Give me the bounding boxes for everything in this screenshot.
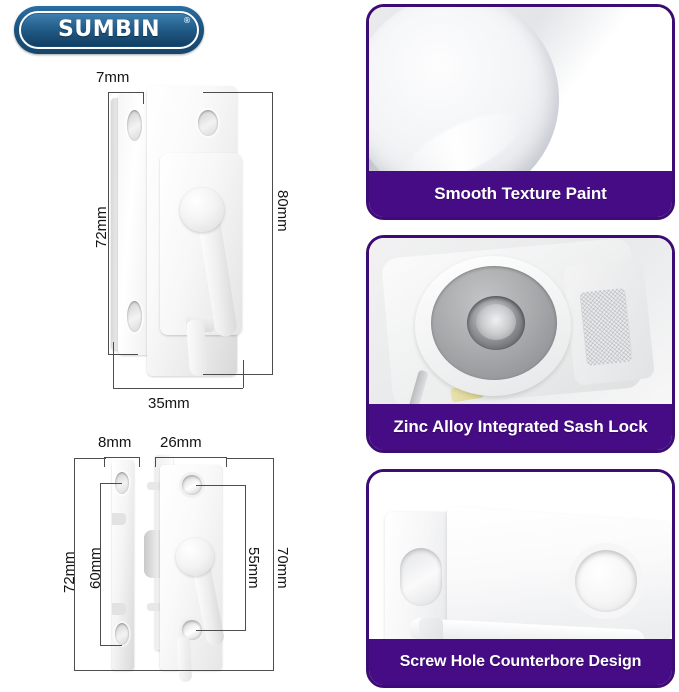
dim-7mm-tick-right (143, 92, 144, 104)
registered-trademark-icon: ® (183, 16, 191, 25)
lock-screw-hole-top (182, 475, 202, 495)
feature-panels-column: Smooth Texture Paint Zinc Alloy Integrat… (362, 0, 679, 692)
diagram-front-view: 7mm 72mm 80mm 35mm (0, 58, 358, 412)
screw-hole-bottom (127, 301, 142, 332)
diagram-side-and-front-view: 8mm 26mm 72mm 60mm 55mm 70mm (0, 425, 358, 692)
dim-80mm-tick-bottom (203, 374, 273, 375)
dim-26mm-tick-right (226, 457, 227, 467)
dim-label-80mm: 80mm (274, 190, 291, 232)
screw-hole-top (127, 110, 142, 141)
dim-label-55mm: 55mm (245, 547, 262, 589)
feature-photo-smooth-texture-paint (369, 7, 672, 171)
logo-wordmark: SUMBIN (58, 17, 160, 42)
lever-tip (176, 636, 193, 683)
lock-screw-hole-bottom (182, 620, 202, 640)
textured-surface (579, 287, 633, 367)
center-bore (476, 304, 516, 340)
feature-caption: Smooth Texture Paint (369, 171, 672, 217)
dim-35mm-line (113, 388, 243, 389)
dim-label-72mm-b: 72mm (61, 551, 78, 593)
dim-60mm-line (100, 483, 101, 645)
feature-panel-screw-hole-counterbore: Screw Hole Counterbore Design (366, 469, 675, 688)
dim-label-8mm: 8mm (98, 434, 132, 451)
dim-72mm-b-line (74, 458, 75, 670)
dim-label-26mm: 26mm (160, 434, 202, 451)
plate-notch (419, 618, 443, 639)
dim-8mm-tick-right (139, 457, 140, 467)
dim-35mm-tick-right (243, 360, 244, 388)
dim-80mm-line (272, 92, 273, 374)
lever-knob (176, 538, 214, 576)
brand-logo: SUMBIN ® (14, 6, 204, 54)
dim-8mm-tick-left (104, 457, 105, 467)
strike-plate-notch-top (112, 513, 126, 525)
dim-label-60mm: 60mm (87, 547, 104, 589)
dim-72mm-b-tick-top (74, 458, 106, 459)
logo-white-ring (19, 11, 199, 49)
alignment-tab-bottom (147, 603, 163, 611)
dim-70mm-line (273, 458, 274, 670)
dim-72mm-tick-bottom (108, 354, 138, 355)
dim-8mm-line (104, 457, 140, 458)
dim-26mm-line (155, 457, 227, 458)
feature-photo-screw-hole-counterbore (369, 472, 672, 639)
strike-plate-notch-bottom (112, 603, 126, 615)
dim-60mm-tick-bottom (100, 645, 122, 646)
counterbore-screw-hole (575, 550, 637, 612)
dim-60mm-tick-top (100, 483, 122, 484)
dim-70mm-tick-bottom (188, 670, 274, 671)
logo-inner-pill: SUMBIN (22, 14, 196, 46)
feature-caption: Zinc Alloy Integrated Sash Lock (369, 404, 672, 450)
dim-55mm-tick-top (196, 485, 246, 486)
dim-80mm-tick-top (203, 92, 273, 93)
dim-7mm-line (108, 92, 144, 93)
dim-label-35mm: 35mm (148, 395, 190, 412)
feature-caption: Screw Hole Counterbore Design (369, 639, 672, 685)
dim-72mm-b-tick-bottom (74, 670, 188, 671)
dim-55mm-line (245, 485, 246, 630)
strike-plate (112, 460, 134, 670)
product-diagrams-column: SUMBIN ® 7mm 72mm 80mm 35 (0, 6, 358, 692)
dim-55mm-tick-bottom (196, 630, 246, 631)
strike-screw-hole-top (115, 472, 129, 494)
oval-screw-hole (400, 548, 442, 606)
dim-35mm-tick-left (113, 342, 114, 388)
dim-label-7mm: 7mm (96, 69, 130, 86)
dim-26mm-tick-left (155, 457, 156, 467)
lock-plate-closeup (447, 506, 671, 639)
screw-hole-faceplate (198, 110, 218, 136)
dim-70mm-tick-top (226, 458, 274, 459)
strike-screw-hole-bottom (115, 623, 129, 645)
dim-72mm-line (108, 92, 109, 354)
dim-label-70mm: 70mm (274, 547, 291, 589)
backplate-edge (111, 98, 121, 350)
feature-photo-zinc-alloy-sash-lock (369, 238, 672, 404)
dim-label-72mm: 72mm (93, 206, 110, 248)
lever-tip (186, 319, 208, 377)
alignment-tab-top (147, 482, 163, 490)
lever-knob (180, 188, 224, 232)
feature-panel-zinc-alloy-sash-lock: Zinc Alloy Integrated Sash Lock (366, 235, 675, 453)
feature-panel-smooth-texture-paint: Smooth Texture Paint (366, 4, 675, 220)
